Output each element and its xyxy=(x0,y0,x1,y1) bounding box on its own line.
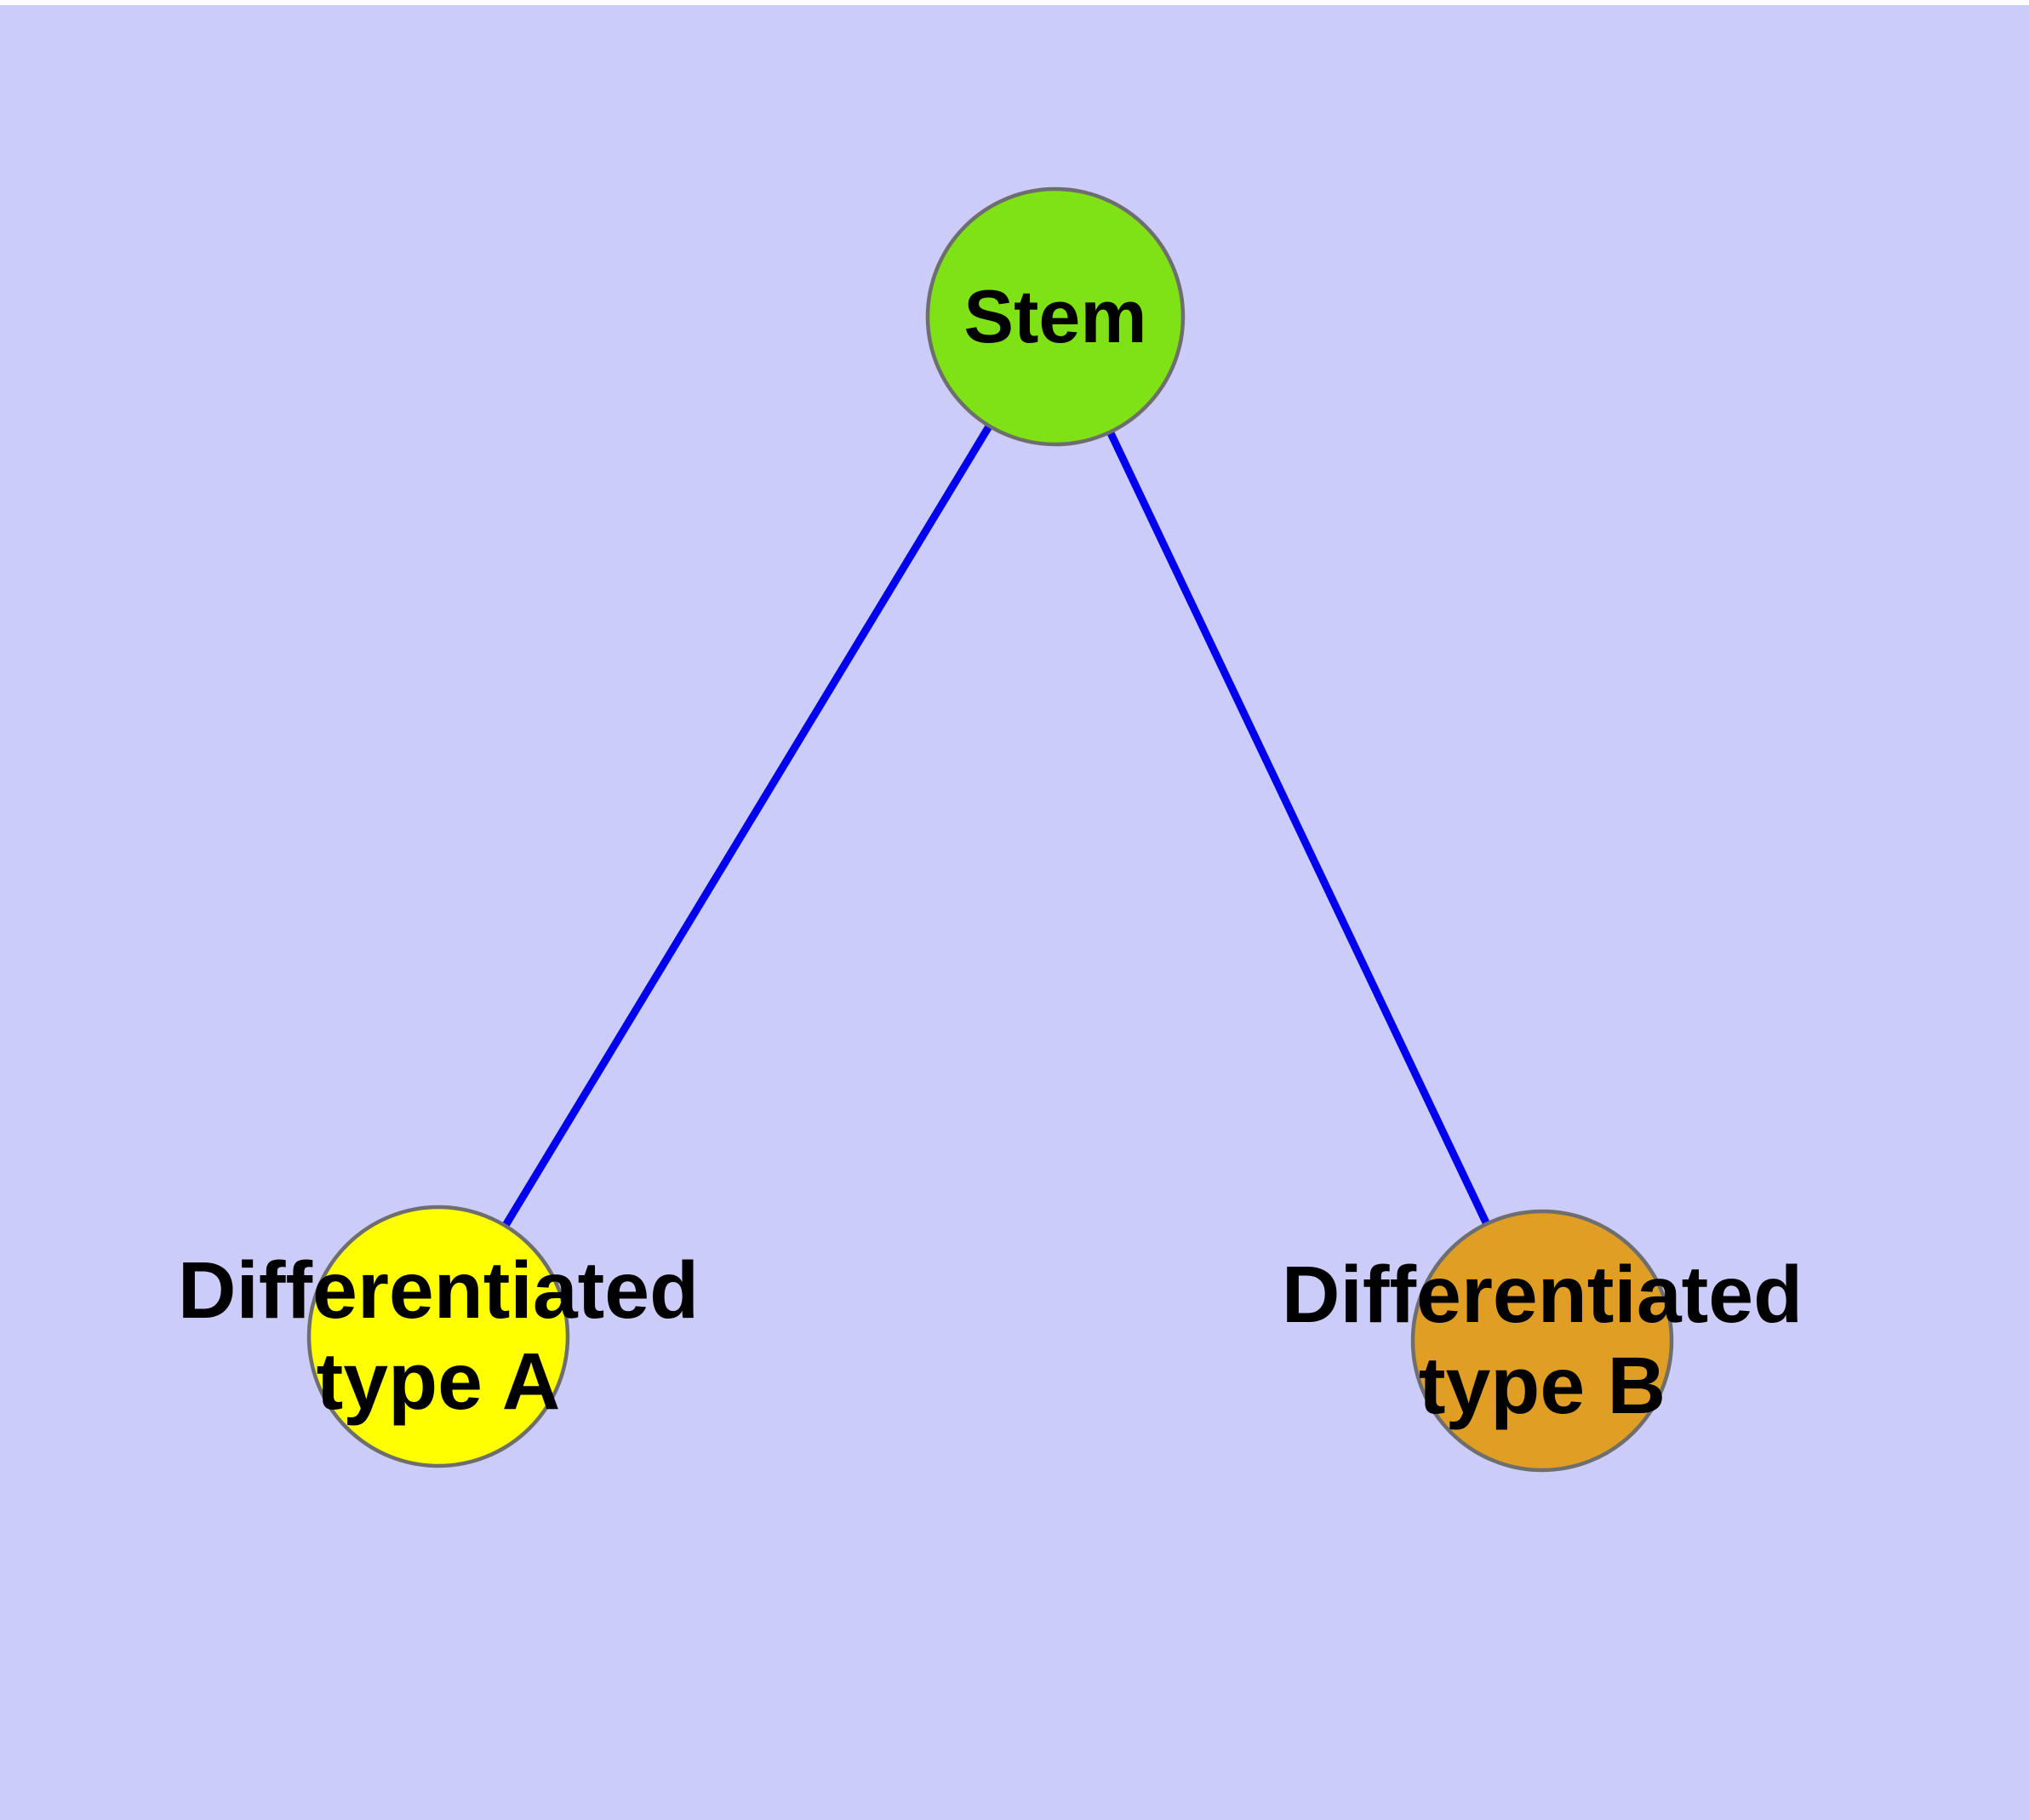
node-type-a-label-line1: Differentiated xyxy=(177,1245,700,1336)
node-type-a-label: Differentiated type A xyxy=(178,1245,699,1428)
node-type-b-circle xyxy=(1410,1209,1674,1473)
node-stem-circle xyxy=(925,186,1186,447)
node-type-b-label-line2: type B xyxy=(1418,1341,1666,1431)
top-edge-strip xyxy=(0,0,2029,5)
node-type-b-label: Differentiated type B xyxy=(1282,1250,1803,1432)
node-type-a-circle xyxy=(306,1205,570,1468)
node-type-b-label-line1: Differentiated xyxy=(1281,1250,1803,1340)
edge-stem-to-type-a xyxy=(435,314,1059,1339)
node-stem-label: Stem xyxy=(963,274,1147,358)
edge-stem-to-type-b xyxy=(1051,315,1546,1342)
node-type-a-label-line2: type A xyxy=(316,1336,561,1427)
